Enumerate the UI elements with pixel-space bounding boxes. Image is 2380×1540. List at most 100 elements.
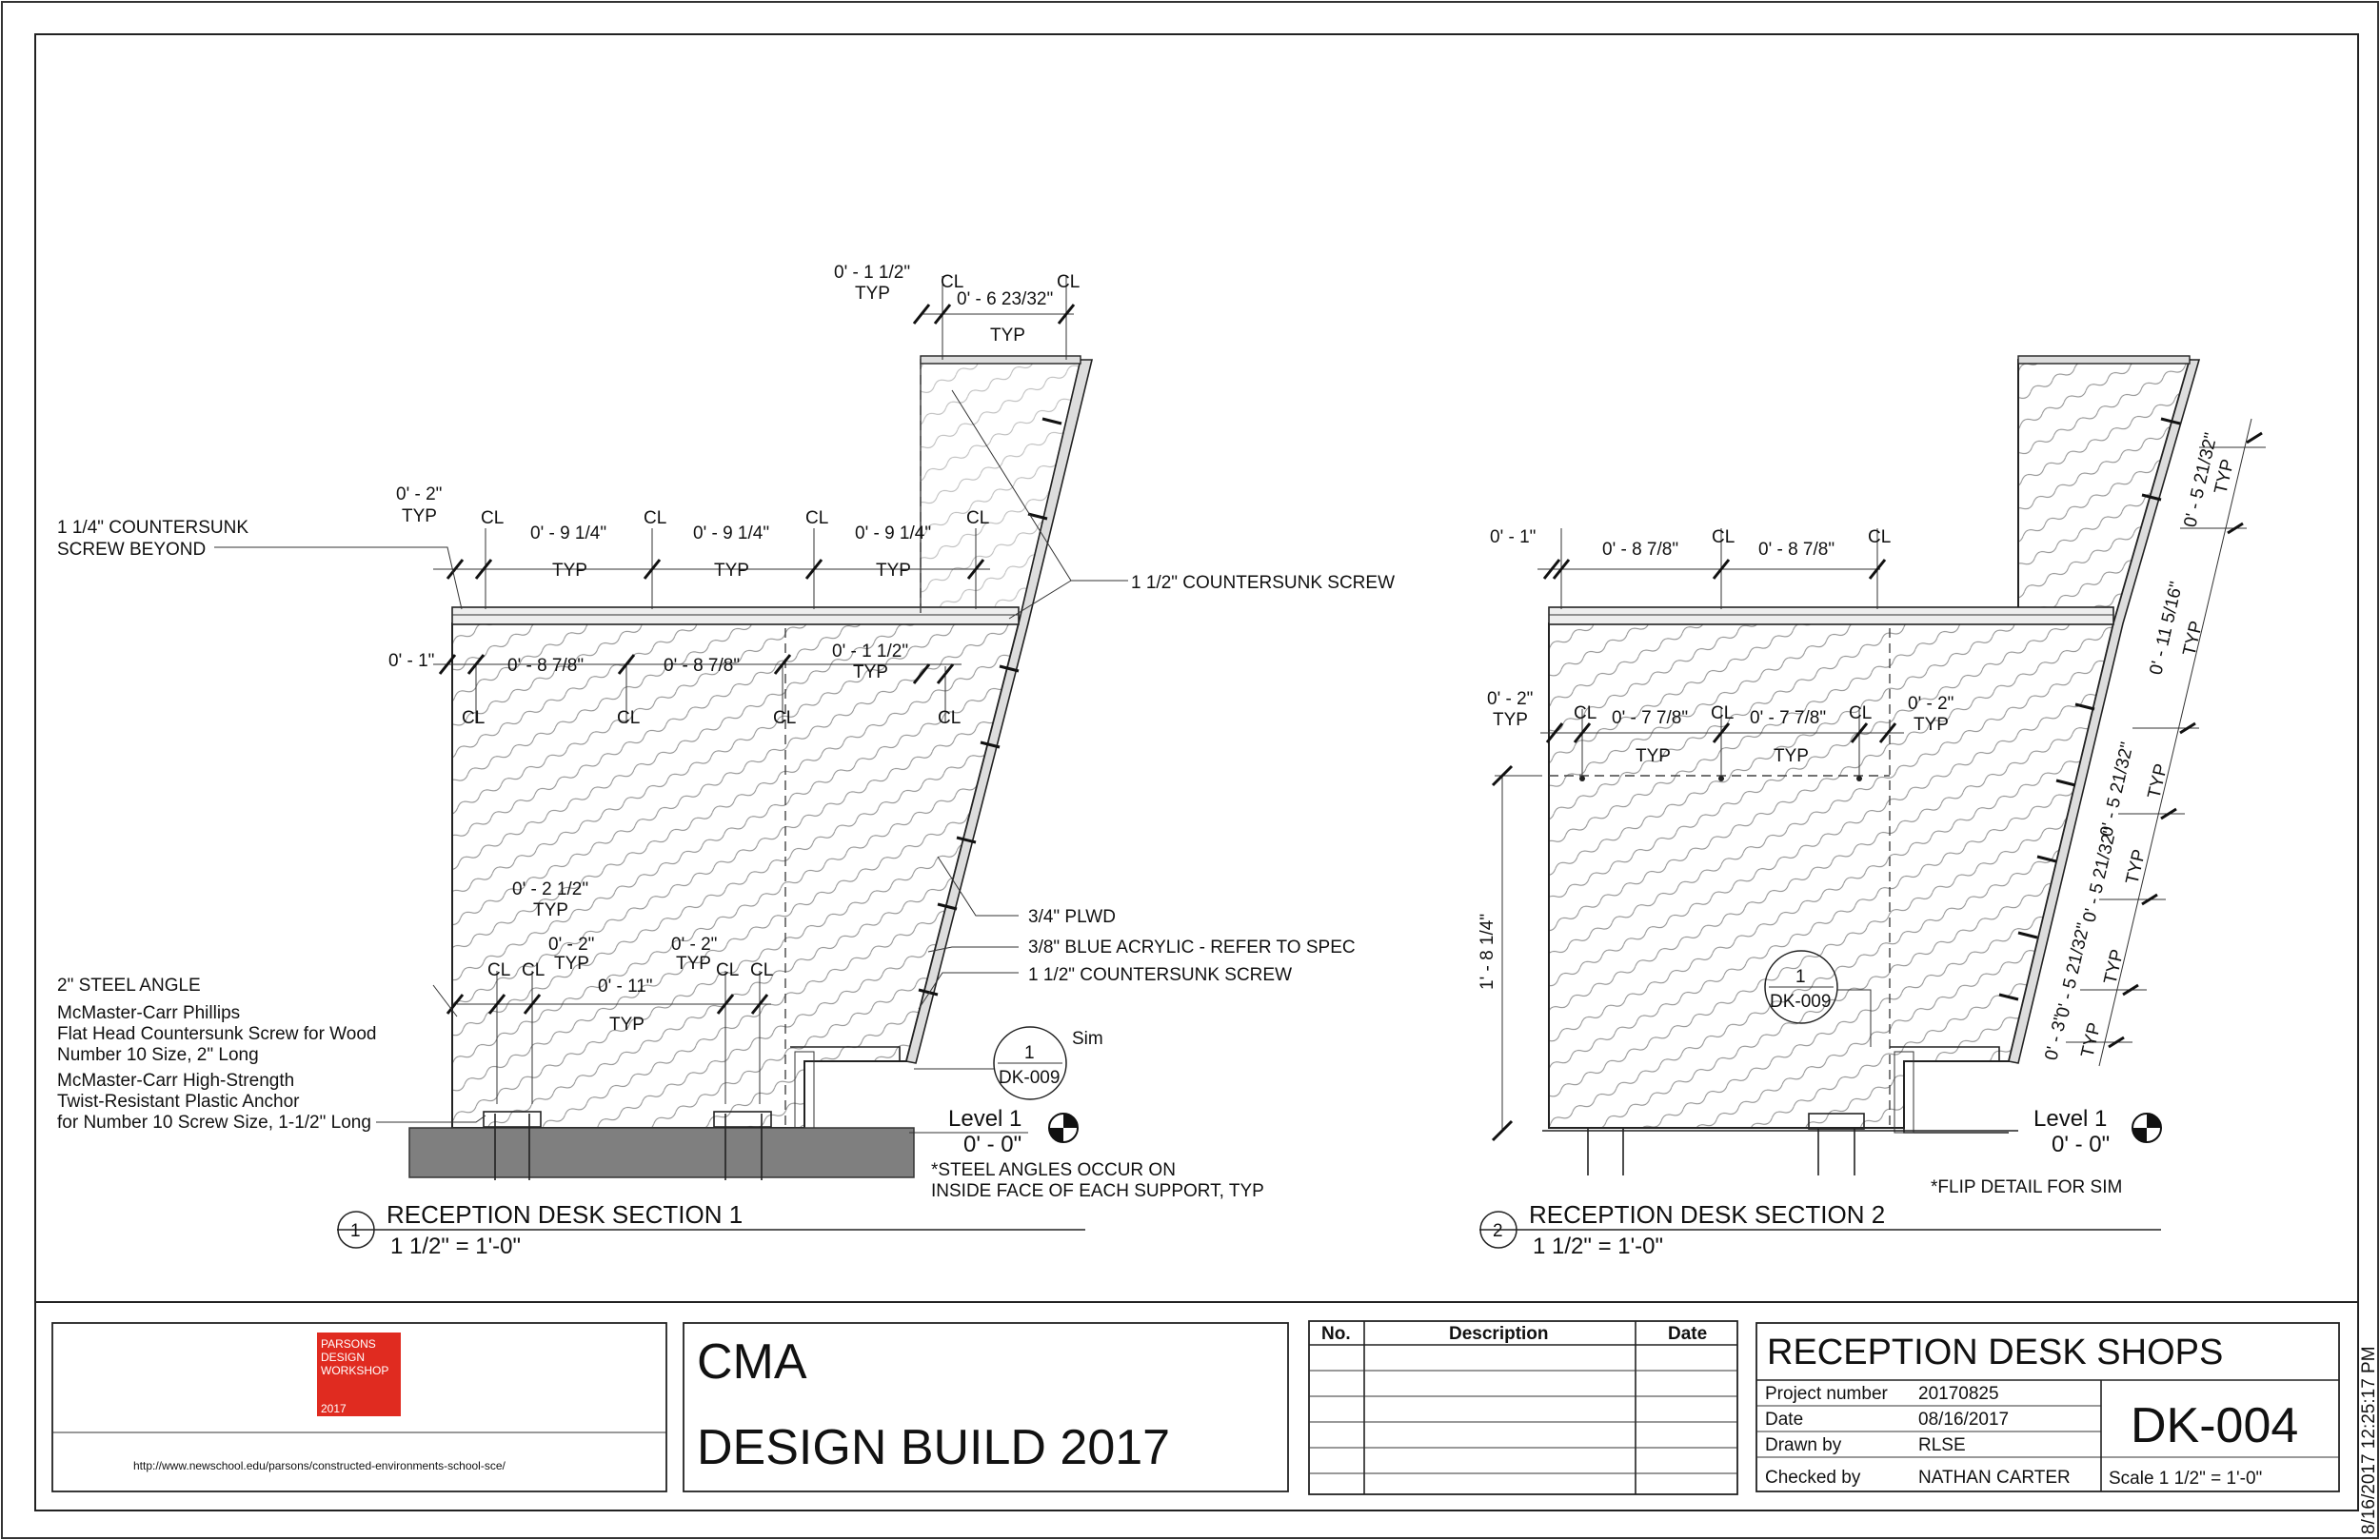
logo-line-3: WORKSHOP	[321, 1364, 388, 1377]
dim-typ: TYP	[876, 561, 911, 581]
dim-9-1-4: 0' - 9 1/4"	[693, 523, 769, 543]
sheet-number: DK-004	[2131, 1398, 2298, 1453]
dim-2-left-typ: TYP	[1493, 710, 1528, 730]
rev-header-description: Description	[1449, 1324, 1549, 1344]
cl-mark: CL	[481, 508, 504, 528]
note-mcmaster-screw-1: McMaster-Carr Phillips	[57, 1003, 240, 1023]
dim-2-typ: TYP	[402, 506, 437, 526]
desk-back-panel-2	[2017, 359, 2192, 624]
cl-mark: CL	[462, 708, 485, 728]
dim-slant-4-typ: TYP	[2122, 847, 2150, 886]
cl-mark: CL	[1574, 703, 1597, 723]
dim-slant-5: 0' - 5 21/32"	[2053, 921, 2093, 1019]
sheet-scale: Scale 1 1/2" = 1'-0"	[2109, 1469, 2262, 1489]
dim-top-1-typ: TYP	[855, 284, 890, 304]
dim-typ: TYP	[1636, 746, 1671, 766]
dim-2-left: 0' - 2"	[1487, 689, 1533, 709]
dim-typ: TYP	[1774, 746, 1809, 766]
desk-body-2	[1548, 622, 2115, 1129]
dim-8-7-8: 0' - 8 7/8"	[507, 656, 584, 676]
counter-top-2	[1548, 606, 2114, 625]
cl-mark: CL	[941, 272, 963, 292]
view-1-text: 1 1/4" COUNTERSUNK SCREW BEYOND 1 1/2" C…	[57, 263, 1395, 1259]
cl-mark: CL	[716, 960, 739, 980]
callout-sheet-2: DK-009	[1770, 992, 1831, 1012]
level-name-1: Level 1	[948, 1106, 1021, 1132]
note-steel-angle: 2" STEEL ANGLE	[57, 976, 201, 996]
cl-mark: CL	[1868, 527, 1891, 547]
dim-7-7-8: 0' - 7 7/8"	[1612, 708, 1688, 728]
dim-11-typ: TYP	[609, 1015, 645, 1035]
info-value-project-number: 20170825	[1918, 1384, 1999, 1404]
view-scale-1: 1 1/2" = 1'-0"	[390, 1234, 521, 1259]
info-value-drawn-by: RLSE	[1918, 1435, 1966, 1455]
dim-typ: TYP	[714, 561, 749, 581]
view-title-1: RECEPTION DESK SECTION 1	[387, 1200, 743, 1229]
callout-bubble-2[interactable]	[1764, 950, 1838, 1024]
dim-9-1-4: 0' - 9 1/4"	[855, 523, 931, 543]
callout-number-2: 1	[1795, 967, 1806, 987]
dim-9-1-4: 0' - 9 1/4"	[530, 523, 606, 543]
dim-typ: TYP	[552, 561, 587, 581]
dim-8-7-8: 0' - 8 7/8"	[1602, 540, 1678, 560]
dim-2: 0' - 2"	[396, 484, 442, 504]
note-plwd: 3/4" PLWD	[1028, 907, 1116, 927]
dim-slant-2: 0' - 11 5/16"	[2146, 580, 2187, 677]
cl-mark: CL	[617, 708, 640, 728]
cl-mark: CL	[750, 960, 773, 980]
dim-1-1-2: 0' - 1 1/2"	[832, 642, 908, 661]
cl-mark: CL	[1057, 272, 1080, 292]
note-screw-beyond-1: 1 1/4" COUNTERSUNK	[57, 518, 248, 538]
cl-mark: CL	[1849, 703, 1872, 723]
project-subtitle: DESIGN BUILD 2017	[697, 1420, 1170, 1475]
school-url[interactable]: http://www.newschool.edu/parsons/constru…	[133, 1459, 506, 1472]
dim-top-2-typ: TYP	[990, 326, 1025, 346]
note-mcmaster-anchor-1: McMaster-Carr High-Strength	[57, 1071, 294, 1091]
plot-stamp: 8/16/2017 12:25:17 PM	[2359, 1346, 2379, 1534]
dim-2-right-typ: TYP	[676, 954, 711, 974]
view-number-1: 1	[350, 1221, 361, 1241]
callout-sim: Sim	[1072, 1029, 1103, 1049]
view-number-2: 2	[1493, 1221, 1503, 1241]
dim-1-1-2-typ: TYP	[853, 662, 888, 682]
callout-sheet-1: DK-009	[999, 1068, 1060, 1088]
info-label-project-number: Project number	[1765, 1384, 1889, 1404]
info-value-date: 08/16/2017	[1918, 1410, 2009, 1430]
note-screw-beyond-2: SCREW BEYOND	[57, 540, 206, 560]
cl-mark: CL	[644, 508, 666, 528]
info-label-checked-by: Checked by	[1765, 1468, 1861, 1488]
dim-slant-3-typ: TYP	[2144, 761, 2172, 800]
dim-2-left-typ: TYP	[554, 954, 589, 974]
dim-11: 0' - 11"	[598, 977, 653, 997]
view-1-section	[214, 276, 1128, 1249]
cl-mark: CL	[966, 508, 989, 528]
cl-mark: CL	[1712, 527, 1735, 547]
view-2-section	[1479, 355, 2266, 1249]
info-label-date: Date	[1765, 1410, 1803, 1430]
dim-2-right-typ: TYP	[1914, 715, 1949, 735]
dim-slant-4: 0' - 5 21/32"	[2079, 826, 2120, 924]
dim-1: 0' - 1"	[388, 651, 434, 671]
cl-mark: CL	[487, 960, 510, 980]
dim-slant-3: 0' - 5 21/32"	[2096, 740, 2137, 839]
note-mcmaster-anchor-3: for Number 10 Screw Size, 1-1/2" Long	[57, 1113, 371, 1133]
level-elev-2: 0' - 0"	[2052, 1132, 2110, 1157]
callout-number-1: 1	[1024, 1043, 1035, 1063]
dim-height: 1' - 8 1/4"	[1478, 914, 1497, 990]
counter-top-1	[451, 606, 1020, 625]
rev-header-no: No.	[1321, 1324, 1351, 1344]
dim-slant-6-typ: TYP	[2077, 1020, 2105, 1059]
dim-8-7-8: 0' - 8 7/8"	[1758, 540, 1835, 560]
dim-slant-2-typ: TYP	[2179, 619, 2207, 658]
dim-1: 0' - 1"	[1490, 527, 1536, 547]
note-mcmaster-anchor-2: Twist-Resistant Plastic Anchor	[57, 1092, 300, 1112]
rev-header-date: Date	[1668, 1324, 1707, 1344]
view-title-2: RECEPTION DESK SECTION 2	[1529, 1200, 1885, 1229]
logo-line-1: PARSONS	[321, 1337, 376, 1351]
info-value-checked-by: NATHAN CARTER	[1918, 1468, 2071, 1488]
note-cs-screw-top: 1 1/2" COUNTERSUNK SCREW	[1131, 573, 1395, 593]
callout-bubble-1[interactable]	[993, 1026, 1067, 1100]
level-elev-1: 0' - 0"	[963, 1132, 1021, 1157]
